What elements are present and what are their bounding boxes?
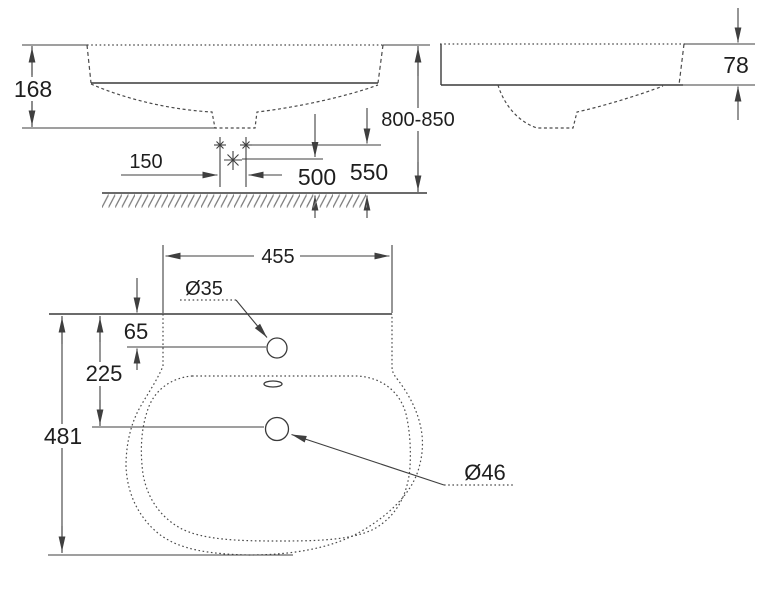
- dim-800-label: 800-850: [381, 109, 454, 131]
- top-outer-outline: [125, 314, 424, 556]
- dim-78-label: 78: [723, 52, 749, 78]
- dim-800-label-bg: [377, 108, 460, 131]
- drain-hole: [264, 416, 290, 442]
- dim-481-label: 481: [44, 423, 82, 449]
- dim-168-label: 168: [14, 76, 52, 102]
- front-bowl-hidden-outline: [90, 83, 379, 129]
- side-view: 78: [440, 8, 755, 129]
- top-view: 455 65 225 481 Ø35 Ø46: [41, 245, 514, 556]
- dim-65-label: 65: [124, 319, 148, 344]
- dia-35-label: Ø35: [185, 278, 223, 300]
- dia-46-leader: [291, 433, 445, 486]
- dim-455-label: 455: [261, 246, 294, 268]
- dim-150-label: 150: [129, 151, 162, 173]
- top-inner-bowl-outline: [140, 375, 411, 542]
- supply-right-cross-d2: [242, 141, 250, 149]
- dim-500-label: 500: [298, 164, 336, 190]
- tap-hole: [266, 337, 288, 359]
- front-view: 168 800-850 150: [12, 44, 460, 218]
- supply-left-cross-d2: [216, 141, 224, 149]
- side-bowl-hidden-outline: [497, 84, 664, 129]
- dim-550-label: 550: [350, 159, 388, 185]
- dim-168-label-bg: [12, 77, 55, 101]
- dia-35-leader: [235, 299, 268, 338]
- floor-hatch: [102, 194, 367, 208]
- dim-225-label-bg: [82, 362, 126, 386]
- front-rim-right-edge: [377, 44, 384, 84]
- dim-550-label-bg: [346, 159, 392, 183]
- side-rim-right-edge: [678, 43, 685, 86]
- overflow-slot: [263, 380, 283, 388]
- dim-65-label-bg: [122, 319, 151, 343]
- dim-481-label-bg: [41, 424, 85, 448]
- dim-500-label-bg: [293, 164, 340, 188]
- dim-225-label: 225: [86, 361, 123, 386]
- dia-46-label: Ø46: [464, 460, 506, 485]
- drain-cross-d2: [227, 154, 239, 166]
- front-rim-left-edge: [86, 44, 92, 84]
